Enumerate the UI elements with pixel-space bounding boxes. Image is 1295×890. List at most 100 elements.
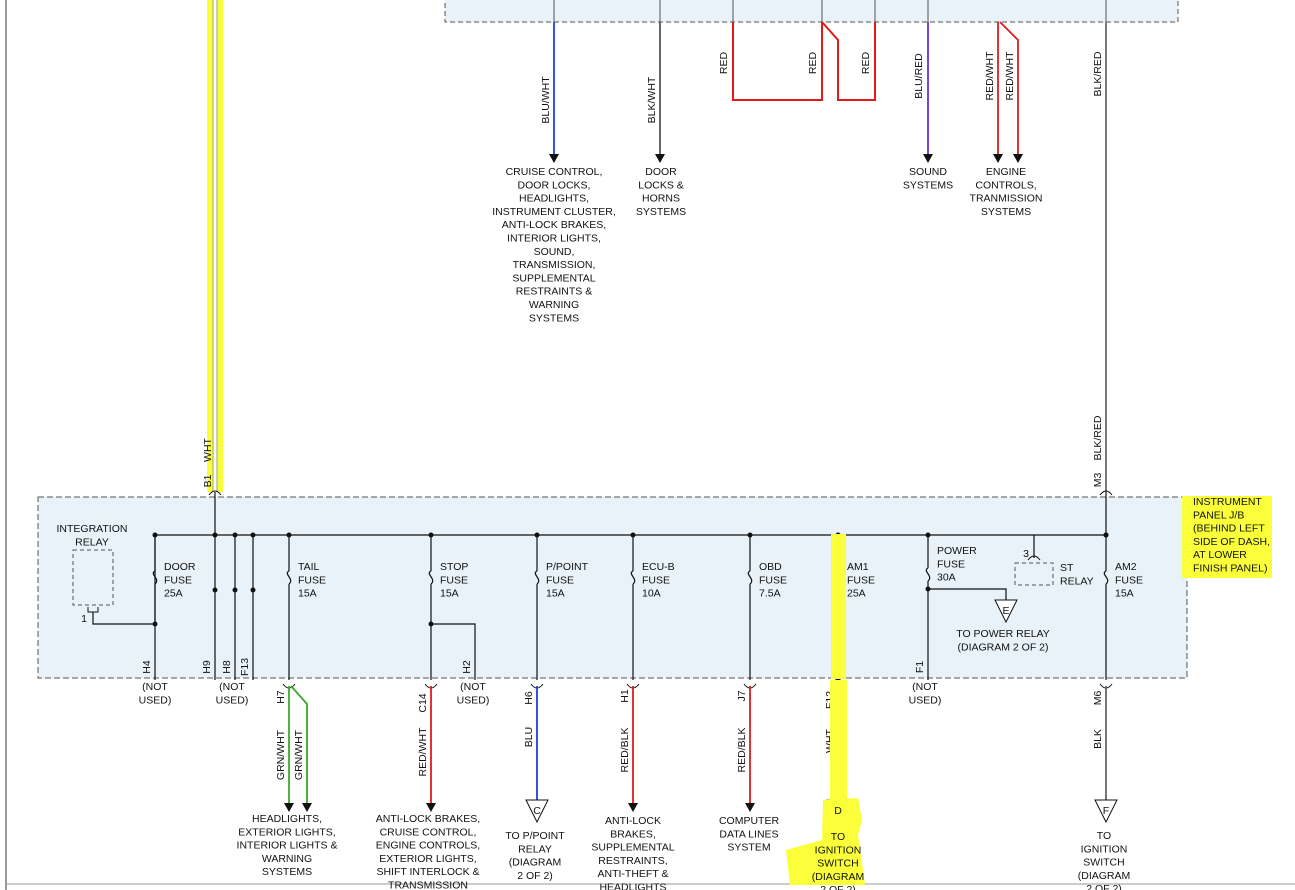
text-line: ENGINE bbox=[986, 166, 1026, 178]
text-line: FUSE bbox=[298, 574, 326, 586]
text-line: LOCKS & bbox=[638, 179, 684, 191]
text-line: 15A bbox=[1115, 588, 1134, 600]
arrow-icon bbox=[745, 803, 755, 812]
text-line: (NOT bbox=[460, 681, 486, 693]
fuse-icon bbox=[630, 570, 636, 585]
ignition-highlight bbox=[786, 798, 865, 885]
highlight bbox=[1182, 496, 1272, 578]
text-line: SWITCH bbox=[1083, 857, 1124, 869]
f12-highlight bbox=[830, 680, 847, 800]
arrow-icon bbox=[549, 154, 559, 163]
text-line: BRAKES, bbox=[610, 828, 656, 840]
arrow-icon bbox=[655, 154, 665, 163]
fuse-icon bbox=[747, 570, 753, 585]
redwht-wire-2 bbox=[999, 21, 1019, 156]
text-line: SYSTEMS bbox=[262, 866, 312, 878]
text-line: USED) bbox=[457, 694, 490, 706]
pin-label: M3 bbox=[1092, 473, 1104, 488]
text-line: ANTI-THEFT & bbox=[598, 868, 669, 880]
splice-dot bbox=[232, 587, 238, 593]
h2-branch bbox=[431, 623, 476, 680]
wire-label: BLU/RED bbox=[913, 53, 925, 99]
text-line: (NOT bbox=[142, 681, 168, 693]
text-line: AT LOWER bbox=[1193, 549, 1247, 561]
splice-dot bbox=[925, 532, 931, 538]
wire-label: BLU bbox=[523, 727, 535, 747]
wht-feed-wire bbox=[207, 0, 223, 492]
text-line: TRANSMISSION bbox=[388, 880, 468, 890]
junction-block bbox=[37, 496, 1188, 679]
fuse-icon bbox=[925, 567, 931, 582]
wire-label: RED bbox=[718, 51, 730, 74]
red-loop-wire-2 bbox=[821, 21, 876, 101]
text-line: (BEHIND LEFT bbox=[1193, 523, 1265, 535]
splice-dot bbox=[250, 587, 256, 593]
text-line: RELAY bbox=[518, 843, 552, 855]
wire-label: BLK/RED bbox=[1092, 51, 1104, 96]
pin-label: H4 bbox=[141, 660, 153, 674]
text-line: ECU-B bbox=[642, 561, 675, 573]
pin-label: H7 bbox=[275, 690, 287, 704]
text-line: FINISH PANEL) bbox=[1193, 563, 1267, 575]
text-line: INTEGRATION bbox=[57, 523, 128, 535]
grnwht-wire bbox=[290, 685, 308, 805]
text-line: 30A bbox=[937, 572, 956, 584]
splice-dot bbox=[286, 532, 292, 538]
arrow-icon bbox=[426, 803, 436, 812]
text-line: HEADLIGHTS, bbox=[252, 813, 322, 825]
splice-dot bbox=[630, 532, 636, 538]
text-line: SYSTEM bbox=[727, 842, 770, 854]
text-line: INSTRUMENT CLUSTER, bbox=[492, 206, 615, 218]
text-line: ENGINE CONTROLS, bbox=[376, 840, 480, 852]
text-line: SOUND bbox=[909, 166, 947, 178]
top-wire-labels: BLU/WHT BLK/WHT RED RED RED BLU/RED RED/… bbox=[202, 51, 1104, 488]
wire-label: RED/BLK bbox=[619, 728, 631, 773]
dest-abs: ANTI-LOCK BRAKES,CRUISE CONTROL,ENGINE C… bbox=[376, 813, 480, 890]
wire-label: BLU/WHT bbox=[540, 76, 552, 124]
splice-dot bbox=[428, 532, 434, 538]
connector-e-icon bbox=[994, 599, 1018, 624]
text-line: FUSE bbox=[1115, 574, 1143, 586]
text-line: DOOR LOCKS, bbox=[518, 179, 591, 191]
text-line: INTERIOR LIGHTS, bbox=[507, 233, 601, 245]
text-line: WARNING bbox=[529, 299, 579, 311]
text-line: P/POINT bbox=[546, 561, 589, 573]
text-line: ANTI-LOCK bbox=[605, 815, 661, 827]
pin-label: F1 bbox=[914, 661, 926, 673]
text-line: TRANSMISSION, bbox=[513, 259, 596, 271]
text-line: HEADLIGHTS, bbox=[519, 193, 589, 205]
text-line: FUSE bbox=[642, 574, 670, 586]
text-line: TO POWER RELAY bbox=[956, 628, 1050, 640]
arrow-icon bbox=[302, 803, 312, 812]
power-relay-wire bbox=[929, 588, 1007, 600]
connector-f-icon bbox=[1094, 799, 1118, 824]
relay-wire bbox=[92, 612, 155, 625]
text-line: FUSE bbox=[937, 558, 965, 570]
pin-label: 3 bbox=[1023, 548, 1029, 560]
text-line: WARNING bbox=[262, 853, 312, 865]
connector-label: C bbox=[533, 805, 541, 817]
wire-label: RED/WHT bbox=[1004, 51, 1016, 101]
text-line: INSTRUMENT bbox=[1193, 496, 1262, 508]
text-line: FUSE bbox=[759, 574, 787, 586]
text-line: EXTERIOR LIGHTS, bbox=[379, 853, 476, 865]
connector-label: D bbox=[834, 805, 842, 817]
arrow-icon bbox=[628, 803, 638, 812]
pin-label: H2 bbox=[461, 660, 473, 674]
text-line: TO P/POINT bbox=[505, 830, 565, 842]
text-line: USED) bbox=[909, 694, 942, 706]
text-line: DOOR bbox=[164, 561, 196, 573]
pin-label: M6 bbox=[1092, 691, 1104, 706]
connector-c-icon bbox=[525, 799, 549, 824]
